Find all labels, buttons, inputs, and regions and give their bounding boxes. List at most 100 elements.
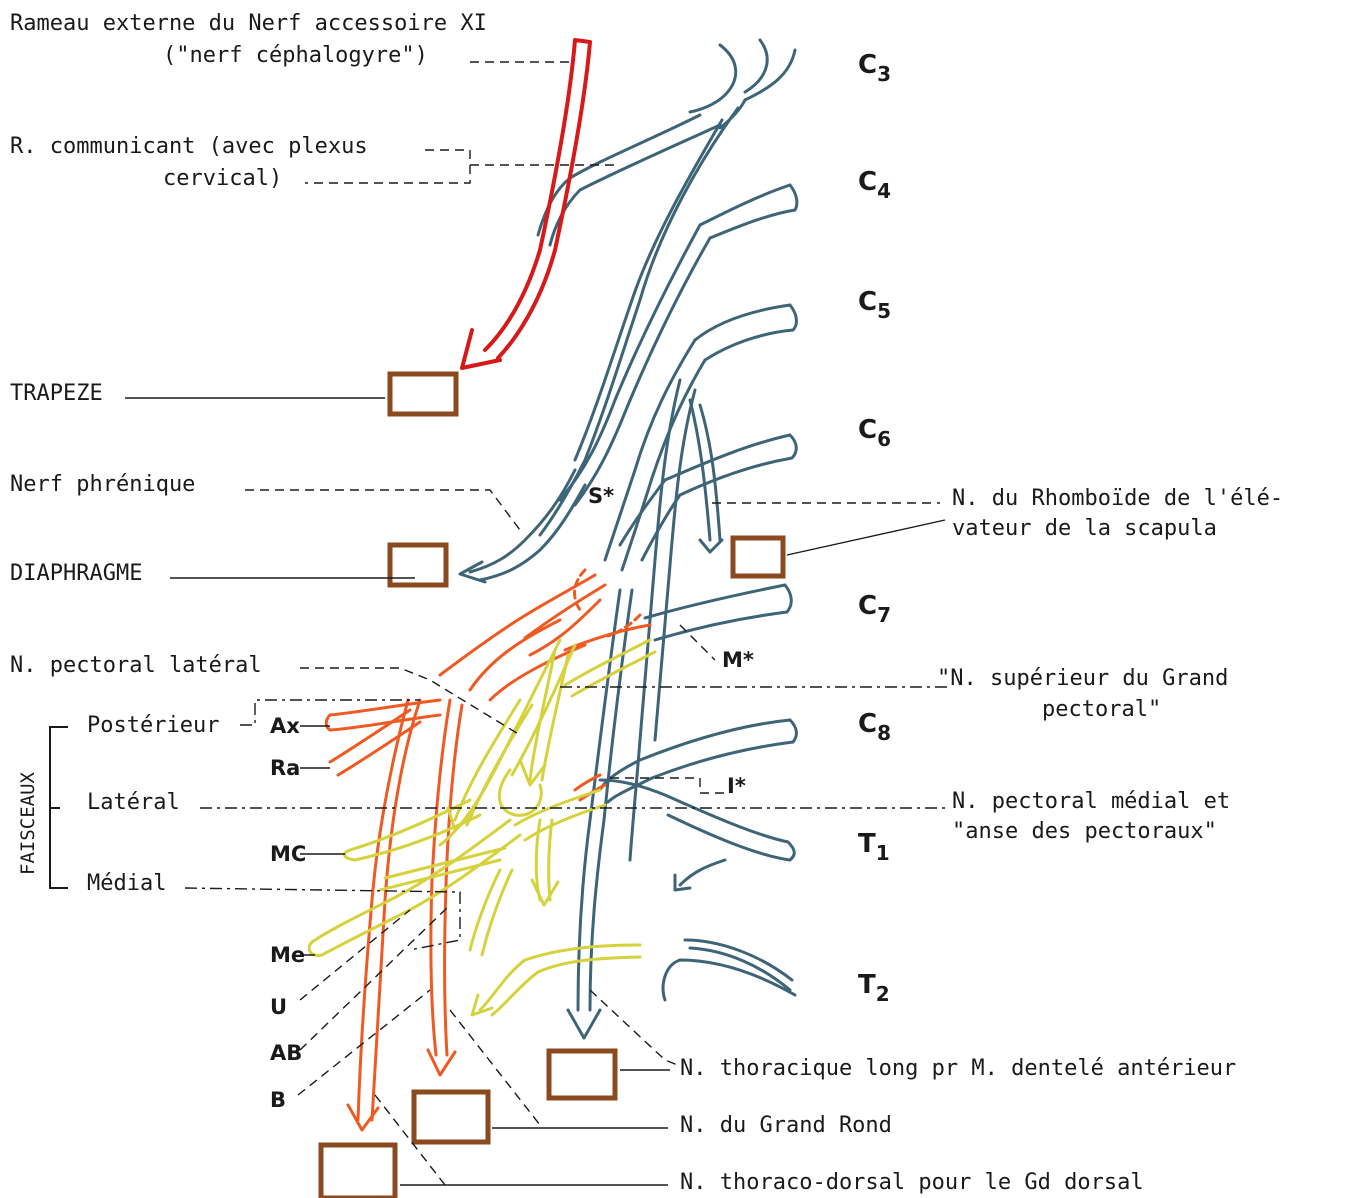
- sup-pectoral-label-line1: "N. supérieur du Grand: [937, 666, 1228, 691]
- root-t1-shape: [598, 778, 796, 862]
- communicant-label-line1: R. communicant (avec plexus: [10, 134, 368, 159]
- c4-descend: [558, 223, 712, 507]
- medial-pectoral-label-line1: N. pectoral médial et: [952, 789, 1230, 814]
- communicant-label-line2: cervical): [163, 166, 282, 191]
- root-c6-shape: [663, 433, 798, 497]
- serratus-box: [546, 1048, 618, 1101]
- bracket-line: [49, 726, 68, 889]
- phrenic-leader: [245, 489, 521, 531]
- posterior-leader: [240, 699, 420, 726]
- root-c3-shape: [688, 38, 797, 130]
- sup-pectoral-yellow: [563, 638, 657, 698]
- posterior-branches: [324, 568, 652, 1132]
- root-c4-label: C4: [858, 167, 891, 203]
- root-c7-letter: C: [858, 591, 877, 621]
- abbr-ra: Ra: [270, 756, 300, 780]
- upper-trunk: [538, 298, 642, 537]
- rhomboid-nerve: [688, 398, 724, 554]
- root-c3-num: 3: [877, 62, 891, 86]
- root-c7-num: 7: [877, 603, 891, 627]
- abbr-me: Me: [270, 943, 305, 967]
- rhomboid-box-leader: [786, 519, 946, 556]
- root-c7-label: C7: [858, 591, 891, 627]
- posterior-label: Postérieur: [87, 713, 219, 738]
- leader-lines: [125, 61, 950, 1186]
- root-c8-num: 8: [877, 721, 891, 745]
- phrenic-label: Nerf phrénique: [10, 472, 195, 497]
- t1-arrow: [673, 858, 727, 892]
- root-c3-letter: C: [858, 50, 877, 80]
- abbr-ticks: [300, 725, 345, 956]
- accessory-arrowhead: [460, 328, 502, 370]
- thoracodorsal-red-1: [346, 698, 422, 1132]
- accessory-label-line2: ("nerf céphalogyre"): [163, 43, 428, 68]
- posterior-cord-upper: [438, 573, 607, 677]
- m-star-leader: [679, 624, 716, 661]
- yellow-bundle: [378, 846, 507, 892]
- teres-major-red: [426, 698, 464, 1077]
- teres-major-label: N. du Grand Rond: [680, 1113, 892, 1138]
- accessory-nerve: [460, 38, 592, 370]
- accessory-nerve-shaft: [483, 38, 592, 360]
- long-thoracic-leader: [589, 989, 681, 1067]
- root-t2-label: T2: [858, 970, 890, 1006]
- pectoral-lateral-leader: [300, 667, 521, 736]
- teres-leader: [449, 1009, 541, 1126]
- root-c5-shape: [693, 303, 798, 362]
- median-nerve: [307, 818, 522, 957]
- latissimus-box: [318, 1142, 398, 1198]
- middle-trunk: [628, 378, 697, 862]
- root-t2-shape: [661, 938, 797, 1002]
- c3-c4-connector: [630, 106, 740, 302]
- lower-loop: [470, 943, 642, 1017]
- ulnar-branch: [468, 868, 514, 957]
- abbr-ab: AB: [270, 1041, 302, 1065]
- sup-pectoral-label-line2: pectoral": [1042, 697, 1161, 722]
- root-t1-letter: T: [858, 829, 876, 859]
- root-c7-shape: [643, 583, 793, 642]
- root-labels: C3 C4 C5 C6 C7 C8 T1 T2: [858, 50, 891, 1006]
- abbr-ax: Ax: [270, 714, 300, 738]
- root-c8-label: C8: [858, 709, 891, 745]
- rhomboid-label-line1: N. du Rhomboïde de l'élé-: [952, 486, 1283, 511]
- diaphragm-box: [387, 542, 449, 588]
- root-c8-shape: [598, 718, 798, 804]
- root-t1-label: T1: [858, 829, 890, 865]
- root-c4-letter: C: [858, 167, 877, 197]
- lateral-cord: [438, 638, 577, 847]
- rhomboid-label-line2: vateur de la scapula: [952, 516, 1217, 541]
- root-c5-letter: C: [858, 287, 877, 317]
- rhomboid-box: [730, 535, 786, 579]
- phrenic-nerve: [458, 468, 587, 584]
- root-t1-num: 1: [876, 841, 890, 865]
- root-t2-num: 2: [876, 982, 890, 1006]
- pectoral-lateral-label: N. pectoral latéral: [10, 653, 262, 678]
- root-c5-num: 5: [877, 299, 891, 323]
- root-c4-shape: [698, 183, 799, 240]
- abbr-u: U: [270, 995, 287, 1019]
- medial-cord: [513, 788, 607, 842]
- muscle-boxes: [318, 371, 786, 1198]
- root-t2-letter: T: [858, 970, 876, 1000]
- root-c3-label: C3: [858, 50, 891, 86]
- root-c6-letter: C: [858, 415, 877, 445]
- axillary-branch: [324, 698, 442, 732]
- root-c6-label: C6: [858, 415, 891, 451]
- thoracodorsal-label: N. thoraco-dorsal pour le Gd dorsal: [680, 1170, 1144, 1195]
- marker-i: I*: [727, 774, 746, 798]
- yellow-center-loop: [497, 768, 543, 817]
- blue-nerve-roots: [458, 38, 799, 1040]
- medial-label: Médial: [87, 871, 166, 896]
- root-c5-label: C5: [858, 287, 891, 323]
- trapeze-label: TRAPEZE: [10, 381, 103, 406]
- me-u-leaders: [297, 904, 451, 1096]
- teres-major-box: [411, 1089, 491, 1145]
- thoracodorsal-leader: [374, 1094, 446, 1186]
- long-thoracic-label: N. thoracique long pr M. dentelé antérie…: [680, 1056, 1236, 1081]
- anterior-branches: [307, 638, 657, 1017]
- marker-s: S*: [588, 484, 614, 508]
- diaphragm-label: DIAPHRAGME: [10, 561, 142, 586]
- lateral-pectoral-yellow: [518, 648, 570, 787]
- medial-cord-down: [530, 818, 560, 907]
